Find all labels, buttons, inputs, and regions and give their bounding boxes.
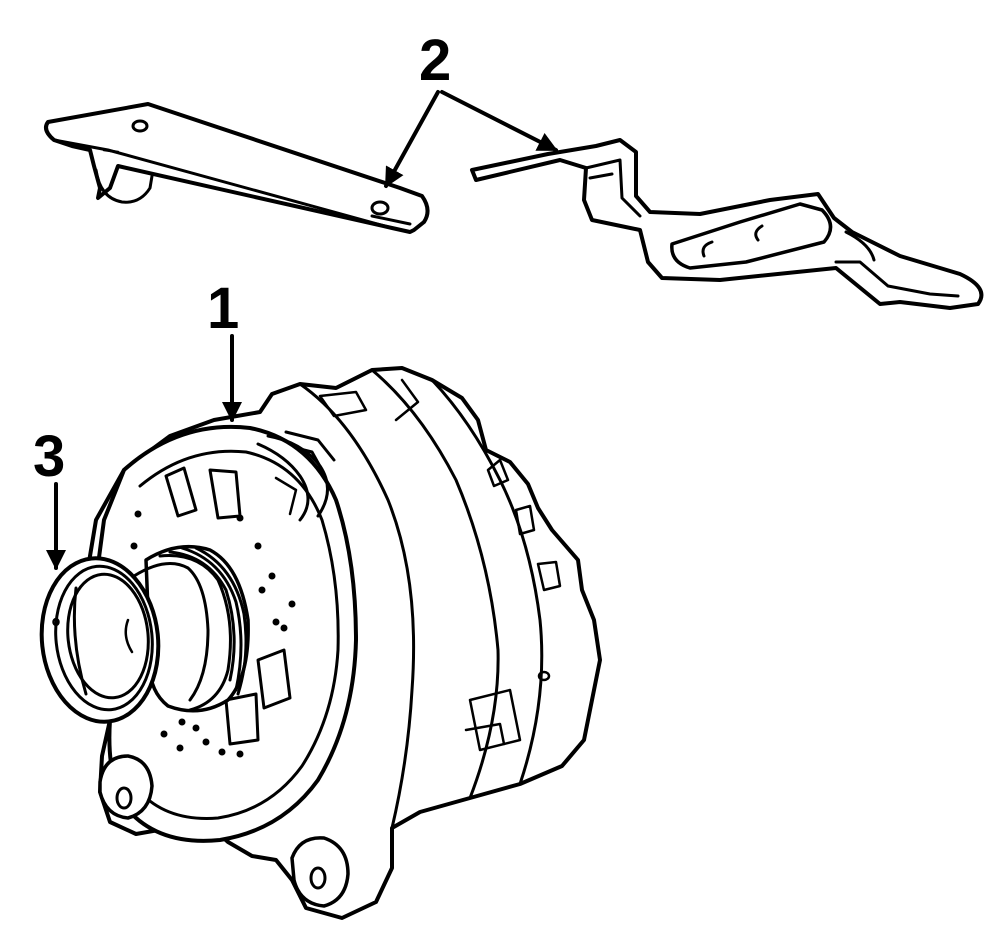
callout-3: 3 xyxy=(33,424,65,489)
shield-holes xyxy=(130,510,296,758)
pulley xyxy=(39,544,250,724)
leader-line-2a xyxy=(384,90,440,188)
alternator xyxy=(84,366,602,920)
leader-lines xyxy=(46,90,558,570)
bracket-right xyxy=(470,138,984,310)
bracket-left xyxy=(44,102,430,234)
callout-1: 1 xyxy=(207,276,239,341)
leader-line-2b xyxy=(440,90,558,152)
callout-2: 2 xyxy=(419,28,451,93)
